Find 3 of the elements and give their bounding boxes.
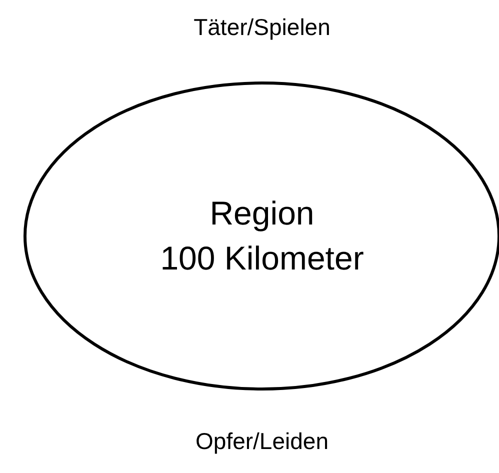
label-text: Opfer/Leiden bbox=[196, 428, 328, 455]
node-text: Region 100 Kilometer bbox=[160, 193, 364, 278]
label-text: Täter/Spielen bbox=[194, 14, 330, 41]
